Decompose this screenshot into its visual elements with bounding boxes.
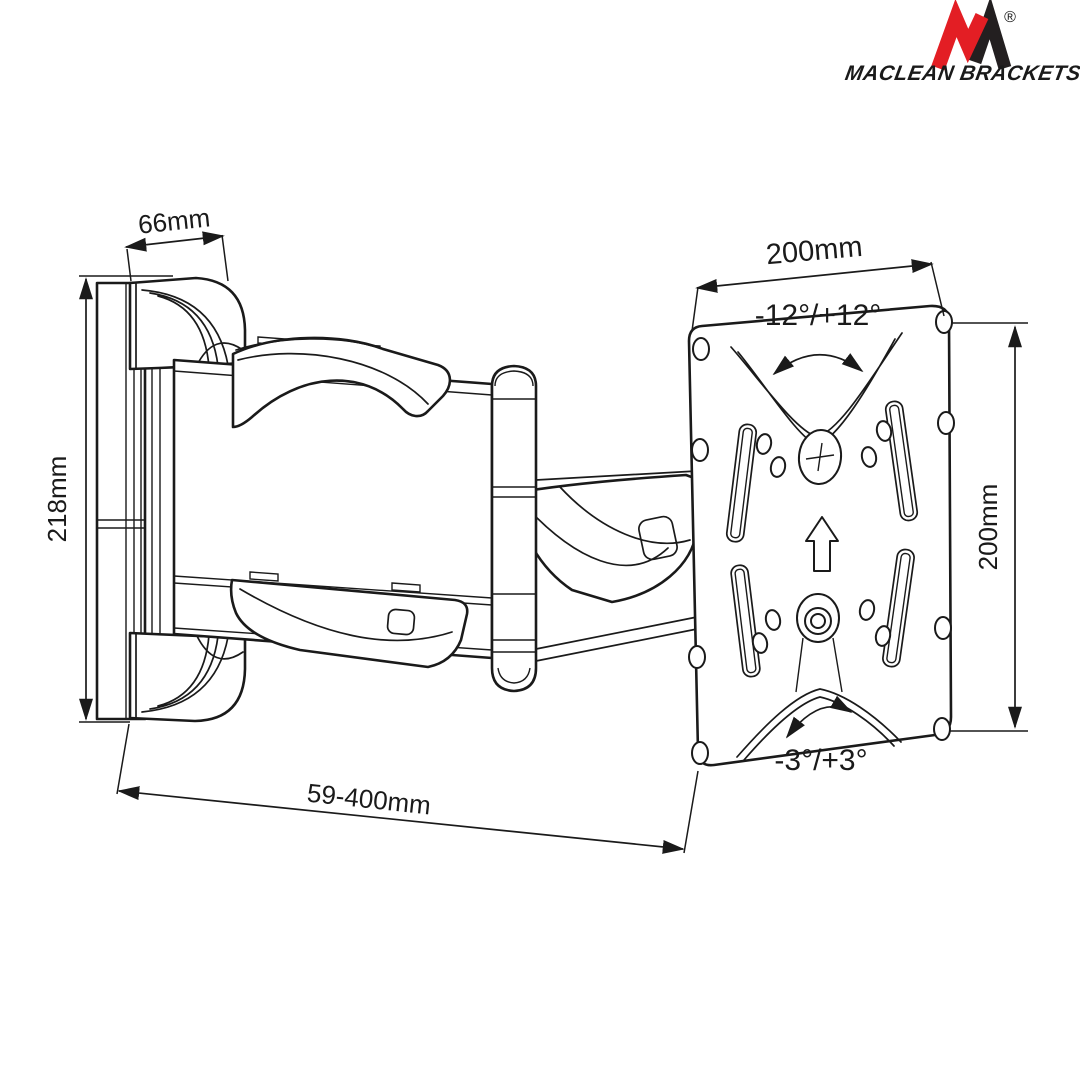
- dim-label-218mm: 218mm: [42, 456, 72, 543]
- orientation-up-arrow-icon: [805, 516, 839, 572]
- dim-bracket-height: 218mm: [42, 275, 173, 723]
- dim-label-vesa-height: 200mm: [973, 484, 1003, 571]
- second-arm: [512, 470, 699, 662]
- rotation-angle-label: -3°/+3°: [774, 744, 867, 777]
- articulating-arm: [172, 336, 494, 669]
- second-arm-cover: [512, 473, 699, 604]
- tilt-arc: [772, 353, 864, 376]
- dim-label-extension: 59-400mm: [306, 778, 433, 821]
- vesa-mount-holes: [688, 310, 955, 765]
- hinge-post: [490, 364, 538, 693]
- arm-bottom-cover-swoosh: [239, 588, 453, 642]
- vesa-plate: [687, 304, 955, 767]
- arm-bottom-cover-slot: [386, 608, 416, 636]
- bottom-hook-curves: [135, 633, 244, 719]
- rotation-arc: [785, 695, 853, 739]
- brand-logo: ® MACLEAN BRACKETS: [843, 0, 1080, 85]
- logo-black-chevron: [968, 0, 1012, 70]
- arm-top-cover-swoosh: [235, 337, 429, 405]
- tilt-screw: [797, 429, 843, 485]
- hinge-post-body: [490, 364, 538, 693]
- angle-annotations: -12°/+12° -3°/+3°: [755, 299, 882, 777]
- top-hook-block: [128, 276, 247, 371]
- logo-wordmark: MACLEAN BRACKETS: [843, 62, 1080, 85]
- dim-label-66mm: 66mm: [137, 202, 212, 239]
- logo-red-m: [931, 0, 989, 71]
- dim-vesa-height: 200mm: [950, 322, 1028, 732]
- logo-registered-mark: ®: [1004, 9, 1016, 26]
- wall-rail-ribs: [97, 283, 145, 719]
- dim-bracket-depth: 66mm: [124, 202, 229, 282]
- hinge-column-lines: [151, 363, 175, 636]
- hinge-post-caps: [494, 370, 534, 684]
- hinge-post-bands: [492, 398, 536, 653]
- arm-bottom-cover: [229, 578, 469, 669]
- tilt-angle-label: -12°/+12°: [755, 299, 882, 332]
- arm-chord-lines: [173, 370, 493, 651]
- dim-label-vesa-width: 200mm: [765, 231, 864, 271]
- vesa-pilot-holes: [751, 420, 893, 654]
- second-arm-lower-bar: [535, 616, 698, 662]
- dim-extension-range: 59-400mm: [116, 723, 699, 854]
- vesa-x-channels: [725, 400, 919, 678]
- top-hook-curves: [135, 283, 244, 369]
- bottom-hook-block: [128, 631, 247, 723]
- pivot-screw: [795, 593, 843, 693]
- second-arm-slot: [638, 515, 678, 561]
